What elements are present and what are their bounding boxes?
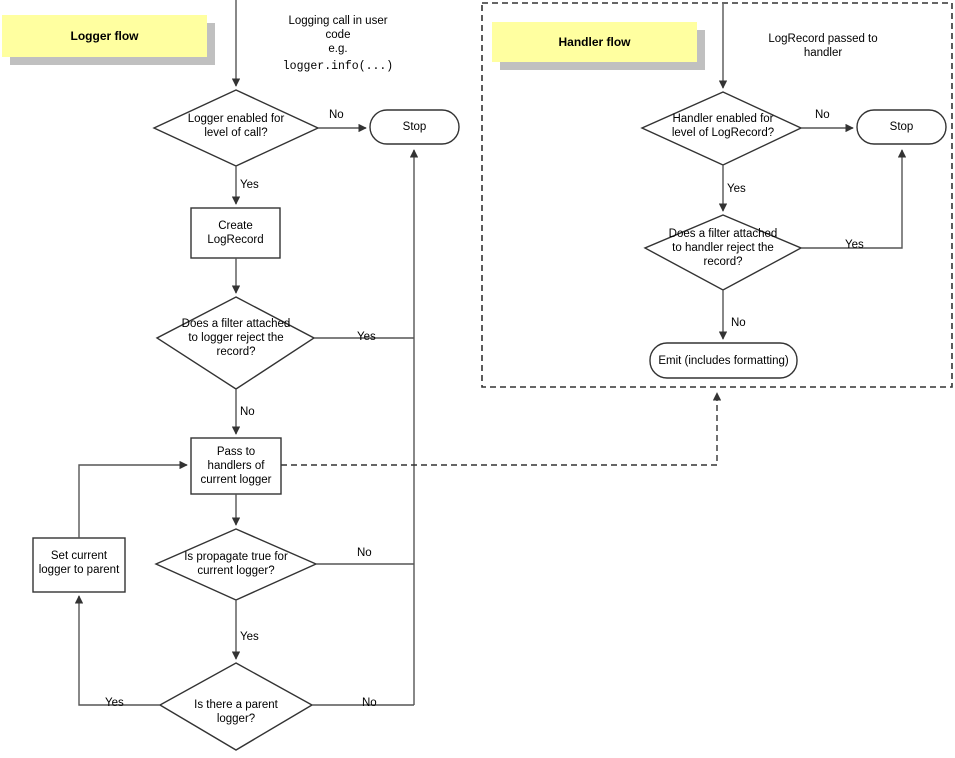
- edge-label-handler-filter-no: No: [731, 317, 746, 329]
- edge-label-level-no: No: [329, 109, 344, 121]
- node-handler-level: [640, 91, 803, 166]
- edge-set-parent-to-pass: [78, 460, 188, 538]
- edge-label-filter-yes: Yes: [357, 331, 376, 343]
- handler-flow-container: [481, 2, 953, 388]
- node-has-parent: [158, 662, 314, 751]
- node-set-parent: [32, 537, 126, 593]
- node-logger-stop: [369, 109, 460, 145]
- edge-handler-filter-yes: [801, 149, 907, 249]
- edge-label-parent-no: No: [362, 697, 377, 709]
- logger-flow-banner-face: Logger flow: [2, 15, 207, 57]
- node-logger-level: [152, 89, 320, 167]
- node-propagate: [154, 528, 318, 601]
- handler-flow-banner: Handler flow: [492, 22, 705, 70]
- logger-flow-banner-label: Logger flow: [70, 29, 139, 43]
- edge-label-handler-filter-yes: Yes: [845, 239, 864, 251]
- edge-label-handler-level-yes: Yes: [727, 183, 746, 195]
- node-pass-to-handlers: [190, 437, 282, 495]
- handler-flow-banner-label: Handler flow: [558, 35, 631, 49]
- node-handler-stop: [856, 109, 947, 145]
- node-handler-filter: [643, 214, 803, 291]
- edge-label-filter-no: No: [240, 406, 255, 418]
- node-logger-filter: [155, 296, 316, 390]
- handler-flow-banner-face: Handler flow: [492, 22, 697, 62]
- node-emit: [649, 342, 798, 379]
- edge-label-handler-level-no: No: [815, 109, 830, 121]
- edge-label-level-yes: Yes: [240, 179, 259, 191]
- node-create-logrecord: [190, 207, 281, 259]
- edge-label-propagate-no: No: [357, 547, 372, 559]
- edge-label-propagate-yes: Yes: [240, 631, 259, 643]
- edge-has-parent-yes: [74, 595, 160, 706]
- edge-label-parent-yes: Yes: [105, 697, 124, 709]
- edge-pass-to-handler-flow: [281, 392, 722, 466]
- logger-flow-banner: Logger flow: [2, 15, 215, 65]
